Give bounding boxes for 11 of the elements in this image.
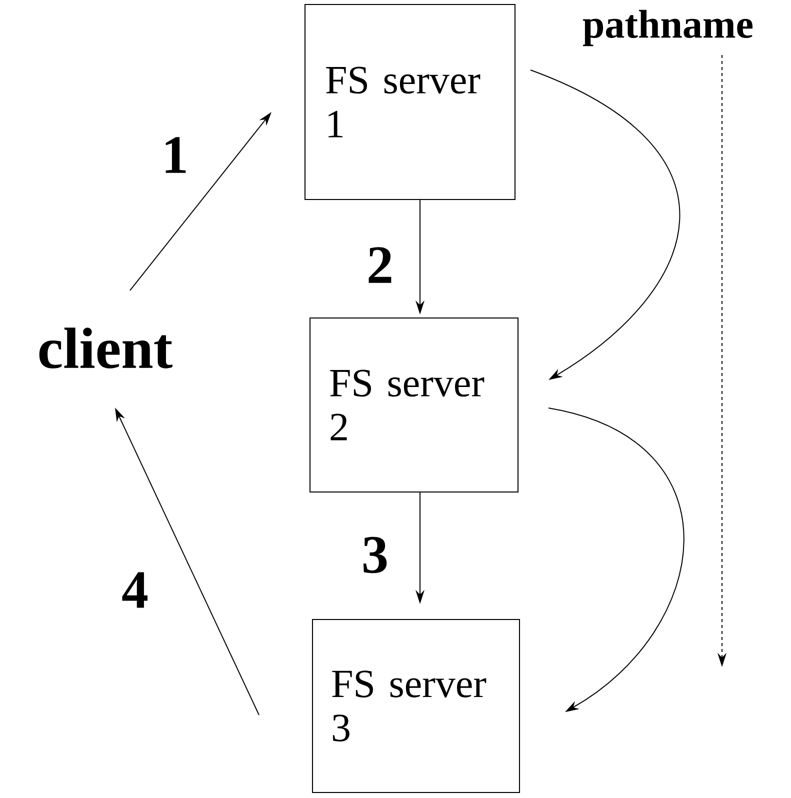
edge-label: 2 (366, 246, 394, 284)
edge-label: 4 (120, 571, 150, 609)
edge-label: 3 (360, 536, 390, 574)
server-box: FS server 2 (310, 318, 518, 492)
edge-label: 1 (160, 136, 190, 174)
server-box: FS server 1 (304, 4, 516, 200)
arrow (530, 70, 680, 380)
server-box: FS server 3 (312, 619, 520, 793)
client-label: client (39, 328, 172, 368)
direction-label: pathname (582, 10, 752, 46)
arrow (548, 408, 684, 712)
